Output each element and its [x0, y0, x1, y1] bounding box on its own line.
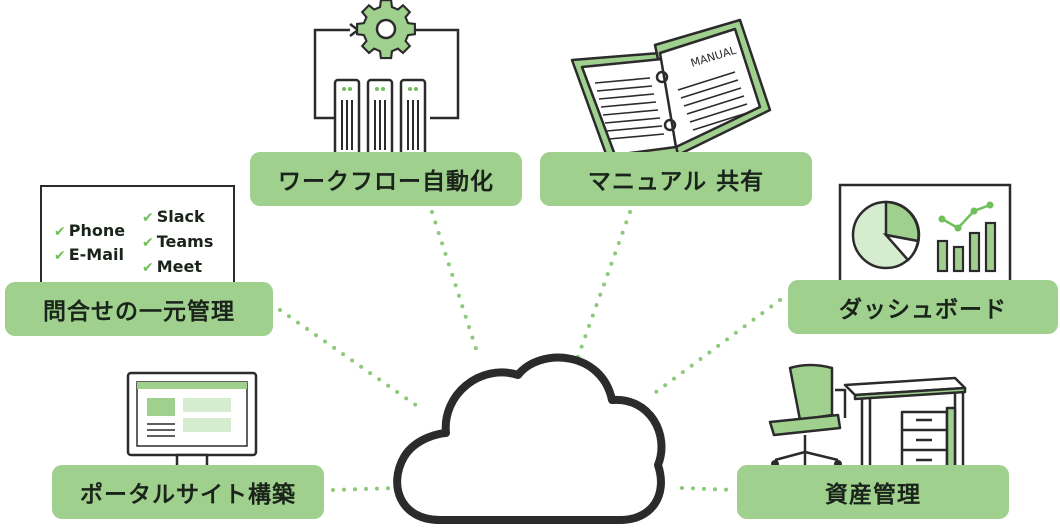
node-workflow: ワークフロー自動化 — [250, 152, 522, 206]
channel-teams: ✔Teams — [142, 232, 213, 251]
node-inquiry: 問合せの一元管理 — [5, 282, 273, 336]
node-portal-label: ポータルサイト構築 — [80, 482, 296, 508]
channel-email-label: E-Mail — [68, 245, 124, 264]
channels-card-icon: ✔Phone ✔E-Mail ✔Slack ✔Teams ✔Meet — [40, 185, 235, 285]
office-desk-icon — [768, 363, 967, 473]
channel-slack: ✔Slack — [142, 207, 205, 226]
channel-phone-label: Phone — [68, 221, 126, 240]
node-inquiry-label: 問合せの一元管理 — [43, 299, 235, 325]
channel-email: ✔E-Mail — [54, 245, 124, 264]
cloud-icon — [393, 353, 666, 524]
channel-phone: ✔Phone — [54, 221, 125, 240]
connector-asset — [680, 486, 737, 492]
node-portal: ポータルサイト構築 — [52, 465, 324, 519]
node-manual: マニュアル 共有 — [540, 152, 812, 206]
node-manual-label: マニュアル 共有 — [587, 169, 765, 195]
node-asset: 資産管理 — [737, 465, 1009, 519]
node-dashboard-label: ダッシュボード — [839, 297, 1007, 323]
channel-meet: ✔Meet — [142, 257, 202, 276]
node-dashboard: ダッシュボード — [788, 280, 1058, 334]
check-icon: ✔ — [142, 235, 154, 251]
gear-server-icon — [313, 0, 460, 162]
monitor-icon — [126, 371, 258, 478]
node-asset-label: 資産管理 — [825, 482, 921, 508]
connector-inquiry — [278, 308, 422, 410]
channel-teams-label: Teams — [156, 232, 214, 251]
channel-slack-label: Slack — [156, 207, 205, 226]
check-icon: ✔ — [142, 210, 154, 226]
manual-book-icon: MANUAL — [570, 18, 772, 165]
chart-board-icon — [838, 183, 1012, 287]
node-workflow-label: ワークフロー自動化 — [278, 169, 494, 195]
check-icon: ✔ — [54, 224, 66, 240]
channel-meet-label: Meet — [156, 257, 203, 276]
connector-workflow — [430, 210, 480, 357]
check-icon: ✔ — [142, 260, 154, 276]
connector-manual — [573, 210, 632, 367]
connector-portal — [331, 486, 397, 492]
check-icon: ✔ — [54, 248, 66, 264]
